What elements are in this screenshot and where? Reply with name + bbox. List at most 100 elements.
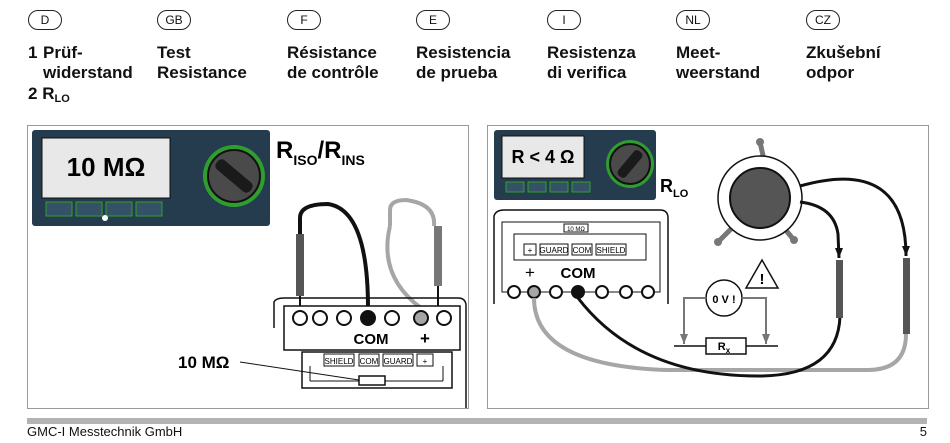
- terminal-plus-box: [523, 243, 537, 256]
- terminal-plus-box: [416, 353, 434, 367]
- soft-key-2: [75, 201, 103, 217]
- lang-column-nl: NL: [676, 10, 796, 30]
- left-probe-black: [296, 234, 304, 296]
- language-badge-i: I: [547, 10, 581, 30]
- socket-3: [336, 310, 352, 326]
- socket-housing-outline: [273, 297, 467, 408]
- socket-housing-outline: [493, 209, 669, 304]
- probe-gray: [903, 258, 910, 334]
- riso-title-slash: /: [317, 137, 324, 164]
- terminal-plus: +: [423, 357, 428, 366]
- term-i: Resistenza di verifica: [547, 43, 636, 82]
- plus-label: +: [420, 329, 430, 348]
- riso-title: RISO/RINS: [276, 137, 365, 168]
- riso-title-r: R: [276, 137, 293, 164]
- black-test-lead-loop: [298, 201, 370, 309]
- terminal-guard: GUARD: [384, 357, 413, 366]
- socket-com: [571, 285, 585, 299]
- footer-page-number: 5: [919, 424, 927, 439]
- tester-display: [41, 137, 171, 199]
- black-test-lead: [576, 297, 842, 378]
- footer-company: GMC-I Messtechnik GmbH: [27, 424, 183, 439]
- rlo-label: RLO: [42, 84, 70, 105]
- rins-title-r: R: [324, 137, 341, 164]
- socket-plus: [413, 310, 429, 326]
- lang-column-gb: GB: [157, 10, 277, 30]
- voltage-wire-left: [683, 297, 706, 344]
- footer-bar: [27, 418, 927, 424]
- terminal-shield: SHIELD: [597, 246, 626, 255]
- term-f: Résistance de contrôle: [287, 43, 379, 82]
- socket-1: [292, 310, 308, 326]
- socket-3: [549, 285, 563, 299]
- soft-key-2: [527, 181, 547, 193]
- voltage-arrow-left-icon: [680, 334, 688, 344]
- language-badge-e: E: [416, 10, 450, 30]
- term-cz: Zkušební odpor: [806, 43, 881, 82]
- plus-label: +: [525, 263, 535, 282]
- rx-label: Rx: [718, 341, 731, 355]
- socket-com: [360, 310, 376, 326]
- rotary-switch-pointer: [215, 159, 253, 193]
- arrow-head-black: [835, 248, 843, 258]
- rotary-switch-pointer: [617, 150, 643, 178]
- warning-triangle-icon: [744, 258, 780, 289]
- right-probe-gray: [434, 226, 442, 286]
- soft-key-3: [549, 181, 569, 193]
- gray-test-lead-loop: [388, 197, 437, 227]
- test-resistor: [358, 375, 386, 386]
- lang-column-e: E: [416, 10, 536, 30]
- terminal-com-box: [358, 353, 380, 367]
- machine-bolt-top-head: [756, 138, 764, 146]
- item-number-1: 1: [28, 43, 38, 62]
- machine-lead-black: [799, 200, 841, 259]
- voltage-wire-right: [742, 297, 767, 344]
- gray-test-lead: [385, 225, 423, 310]
- term-e: Resistencia de prueba: [416, 43, 511, 82]
- probe-black: [836, 260, 843, 318]
- socket-5: [384, 310, 400, 326]
- terminal-com-box: [571, 243, 593, 256]
- item-number-2: 2 RLO: [28, 84, 70, 109]
- socket-5: [595, 285, 609, 299]
- language-badge-gb: GB: [157, 10, 191, 30]
- terminal-guard-box: [539, 243, 569, 256]
- right-diagram: R < 4 Ω RLO 10 MΩ + GUARD COM SHIELD + C…: [493, 130, 910, 378]
- right-diagram-panel: R < 4 Ω RLO 10 MΩ + GUARD COM SHIELD + C…: [487, 125, 929, 409]
- machine-bolt-left-head: [714, 238, 722, 246]
- voltage-arrow-right-icon: [762, 334, 770, 344]
- machine-bolt-right-head: [790, 236, 798, 244]
- riso-title-sub: ISO: [293, 152, 317, 168]
- rlo-label: RLO: [660, 176, 689, 200]
- rlo-label-sub: LO: [54, 93, 70, 105]
- term-nl: Meet- weerstand: [676, 43, 761, 82]
- socket-7: [436, 310, 452, 326]
- tester-display: [501, 135, 585, 179]
- rins-title-sub: INS: [341, 152, 364, 168]
- lang-column-i: I: [547, 10, 667, 30]
- language-badge-f: F: [287, 10, 321, 30]
- display-reading: R < 4 Ω: [512, 147, 575, 167]
- lang-column-d: D: [28, 10, 148, 30]
- arrow-head-gray: [902, 246, 910, 256]
- voltage-label: 0 V !: [712, 294, 735, 306]
- socket-2: [312, 310, 328, 326]
- com-label: COM: [561, 265, 596, 282]
- language-badge-nl: NL: [676, 10, 710, 30]
- terminal-com: COM: [573, 246, 592, 255]
- machine-lead-gray-path: [799, 177, 908, 257]
- rx-label-main: R: [718, 341, 726, 353]
- plate-label: 10 MΩ: [567, 227, 585, 233]
- rlo-label-main: R: [42, 84, 55, 103]
- gray-test-lead: [532, 297, 908, 372]
- warning-symbol: !: [760, 271, 765, 288]
- rlo-label-main: R: [660, 176, 673, 196]
- terminal-guard: GUARD: [540, 246, 569, 255]
- rx-label-sub: x: [726, 346, 731, 355]
- socket-7: [641, 285, 655, 299]
- resistor-value-label: 10 MΩ: [178, 353, 229, 372]
- soft-key-4: [135, 201, 163, 217]
- socket-plus: [527, 285, 541, 299]
- left-diagram-panel: 10 MΩ RISO/RINS COM + SHIELD C: [27, 125, 469, 409]
- machine-motor-face: [729, 167, 791, 229]
